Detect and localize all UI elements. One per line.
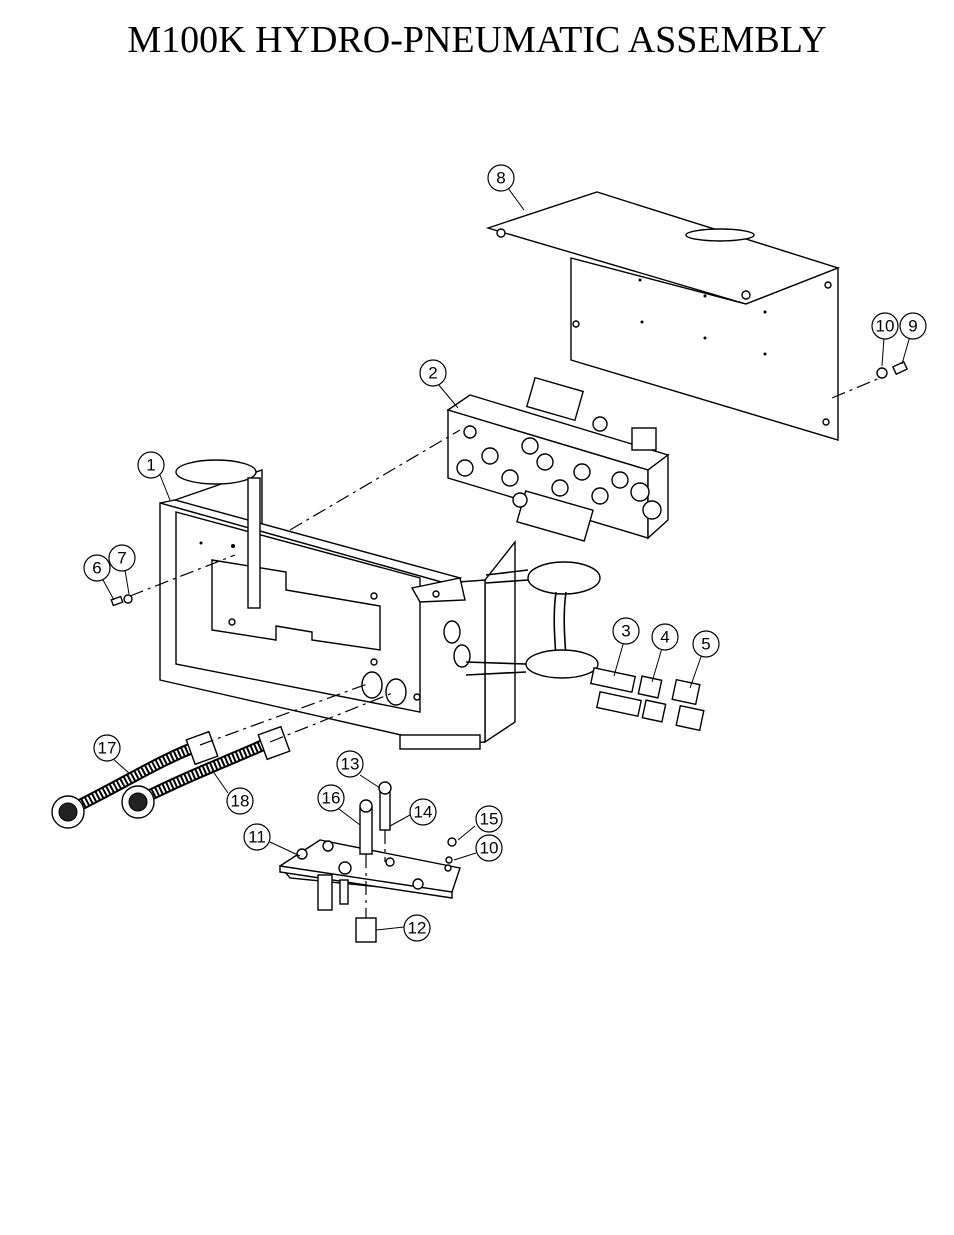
manifold-fittings xyxy=(456,416,662,520)
callout-18: 18 xyxy=(226,787,254,815)
callout-4: 4 xyxy=(651,623,679,651)
callout-15: 15 xyxy=(475,805,503,833)
cover-plate xyxy=(485,191,841,441)
svg-text:12: 12 xyxy=(408,919,427,938)
svg-text:10: 10 xyxy=(876,317,895,336)
accumulator-ring xyxy=(465,561,601,679)
callout-11: 11 xyxy=(243,823,271,851)
callout-2: 2 xyxy=(419,359,447,387)
svg-text:8: 8 xyxy=(496,169,505,188)
valve-manifold xyxy=(446,376,670,542)
svg-text:15: 15 xyxy=(480,810,499,829)
callout-9: 9 xyxy=(899,312,927,340)
callout-10-top: 10 xyxy=(871,312,899,340)
cables xyxy=(51,725,291,829)
svg-text:16: 16 xyxy=(322,789,341,808)
svg-text:14: 14 xyxy=(414,803,433,822)
svg-text:1: 1 xyxy=(146,456,155,475)
callout-10-bottom: 10 xyxy=(475,834,503,862)
alignment-lines xyxy=(129,377,881,918)
callout-8: 8 xyxy=(487,164,515,192)
svg-text:9: 9 xyxy=(908,317,917,336)
callout-12: 12 xyxy=(403,914,431,942)
svg-text:3: 3 xyxy=(621,622,630,641)
svg-text:11: 11 xyxy=(248,828,266,847)
callout-7: 7 xyxy=(108,544,136,572)
callout-13: 13 xyxy=(336,750,364,778)
callout-5: 5 xyxy=(692,630,720,658)
page-title: M100K HYDRO-PNEUMATIC ASSEMBLY xyxy=(127,19,827,61)
bracket-plate xyxy=(278,781,461,943)
svg-text:6: 6 xyxy=(92,559,101,578)
svg-text:18: 18 xyxy=(231,792,250,811)
callout-14: 14 xyxy=(409,798,437,826)
callout-17: 17 xyxy=(93,734,121,762)
svg-text:10: 10 xyxy=(480,839,499,858)
small-fasteners xyxy=(110,360,909,607)
callout-3: 3 xyxy=(612,617,640,645)
svg-text:17: 17 xyxy=(98,739,117,758)
svg-text:5: 5 xyxy=(701,635,710,654)
enclosure xyxy=(159,459,516,750)
fittings-3-4-5 xyxy=(589,666,705,732)
callout-1: 1 xyxy=(137,451,165,479)
callout-6: 6 xyxy=(83,554,111,582)
svg-text:13: 13 xyxy=(341,755,360,774)
svg-text:2: 2 xyxy=(428,364,437,383)
leader-lines xyxy=(102,187,911,931)
svg-text:7: 7 xyxy=(117,549,126,568)
svg-text:4: 4 xyxy=(660,628,669,647)
callout-16: 16 xyxy=(317,784,345,812)
